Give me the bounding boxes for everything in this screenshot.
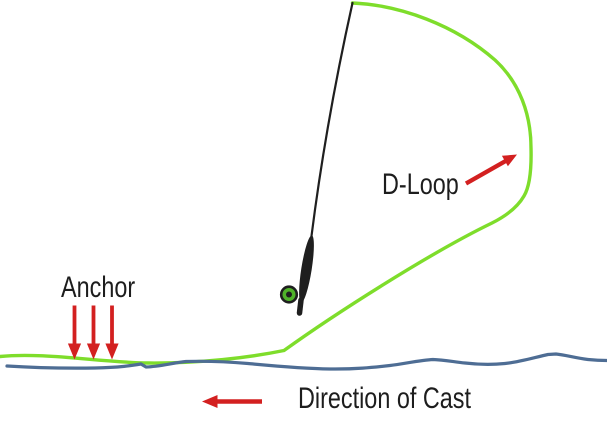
cast-direction-arrow-icon <box>202 395 262 408</box>
d-loop-arrow-icon <box>464 154 517 186</box>
anchor-arrows-icon <box>67 305 119 360</box>
water-surface-line <box>5 352 607 371</box>
fly-rod-butt <box>296 297 304 316</box>
d-loop-arrow-head <box>501 154 517 167</box>
fly-reel-hub <box>286 291 292 298</box>
cast-direction-arrow-head <box>202 395 218 408</box>
d-loop-label: D-Loop <box>382 168 459 201</box>
anchor-arrow-3-head <box>105 343 119 360</box>
d-loop-arrow-shaft <box>464 158 508 186</box>
anchor-arrow-1-head <box>67 343 82 360</box>
anchor-arrow-2-head <box>86 343 101 360</box>
fly-rod-handle <box>299 235 314 303</box>
direction-of-cast-label: Direction of Cast <box>298 382 471 415</box>
anchor-label: Anchor <box>61 271 136 304</box>
fly-line-d-loop-curve <box>0 1 533 365</box>
fly-rod-shaft <box>310 1 354 238</box>
